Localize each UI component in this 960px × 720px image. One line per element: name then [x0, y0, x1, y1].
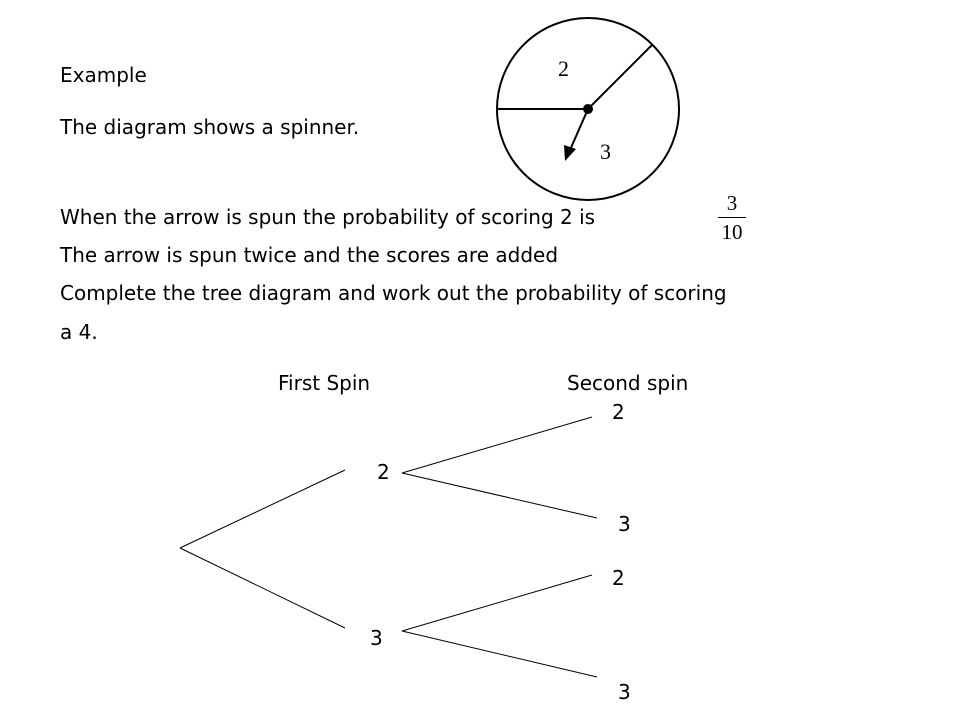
fraction-numerator: 3 [726, 191, 738, 215]
question-line-1: When the arrow is spun the probability o… [60, 205, 596, 229]
question-line-4: a 4. [60, 320, 98, 344]
intro-text: The diagram shows a spinner. [60, 115, 360, 139]
tree-node-first-3: 3 [370, 626, 383, 650]
tree-node-second-3b: 3 [618, 680, 631, 704]
tree-node-second-2a: 2 [612, 400, 625, 424]
first-spin-header: First Spin [278, 371, 371, 395]
branch-2-to-3 [401, 472, 598, 519]
spinner-label-3: 3 [600, 139, 611, 164]
question-line-2: The arrow is spun twice and the scores a… [60, 243, 559, 267]
spinner-arrow-shaft [569, 108, 589, 151]
spinner-label-2: 2 [558, 56, 569, 81]
spinner [496, 17, 680, 201]
probability-fraction: 3 10 [718, 192, 746, 243]
branch-3-to-2 [401, 574, 593, 632]
spinner-center-dot [583, 104, 593, 114]
tree-node-second-2b: 2 [612, 566, 625, 590]
tree-branches [179, 416, 598, 678]
spinner-arrow-head [564, 145, 576, 161]
branch-root-to-3 [179, 547, 346, 629]
example-heading: Example [60, 63, 147, 87]
tree-node-second-3a: 3 [618, 512, 631, 536]
branch-2-to-2 [401, 416, 593, 474]
spinner-divider-right [587, 44, 653, 110]
question-line-3: Complete the tree diagram and work out t… [60, 281, 727, 305]
second-spin-header: Second spin [567, 371, 689, 395]
fraction-denominator: 10 [721, 220, 743, 244]
branch-root-to-2 [179, 469, 346, 549]
tree-node-first-2: 2 [377, 460, 390, 484]
fraction-bar [718, 217, 746, 218]
branch-3-to-3 [401, 630, 598, 678]
